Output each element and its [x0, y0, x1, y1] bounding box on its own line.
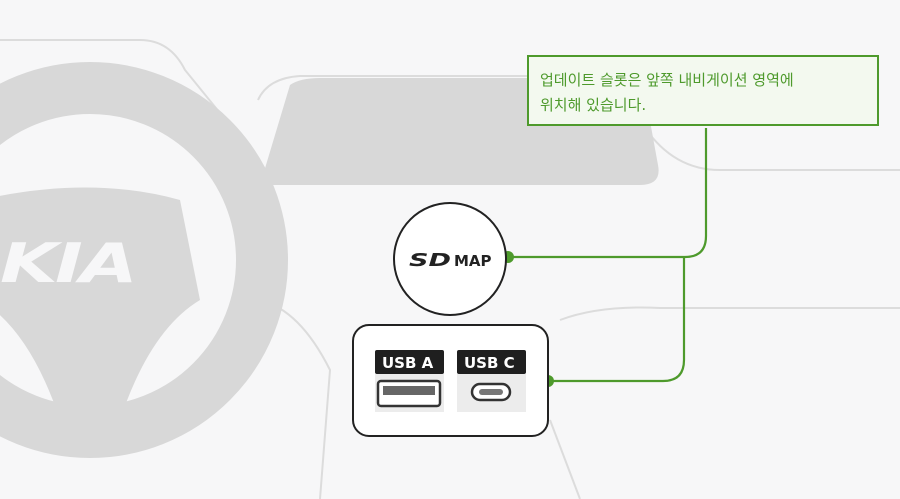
svg-text:SD: SD	[409, 250, 451, 271]
usb-c-label: USB C	[464, 354, 515, 372]
usb-a-port: USB A	[375, 350, 444, 412]
callout-box: 업데이트 슬롯은 앞쪽 내비게이션 영역에 위치해 있습니다.	[527, 55, 879, 126]
usb-a-label: USB A	[382, 354, 434, 372]
callout-text-line-2: 위치해 있습니다.	[540, 96, 647, 114]
callout-leader-lines	[508, 128, 708, 383]
sd-map-slot: SD MAP	[393, 202, 507, 316]
usb-hub: USB A USB C	[352, 324, 549, 437]
callout-text-line-1: 업데이트 슬롯은 앞쪽 내비게이션 영역에	[540, 71, 794, 89]
sd-card-icon: SD	[409, 250, 451, 271]
sd-map-label: MAP	[454, 252, 492, 270]
usb-c-port: USB C	[457, 350, 526, 412]
steering-wheel-brand-logo: KIA	[0, 232, 135, 295]
steering-wheel: KIA	[0, 62, 288, 458]
